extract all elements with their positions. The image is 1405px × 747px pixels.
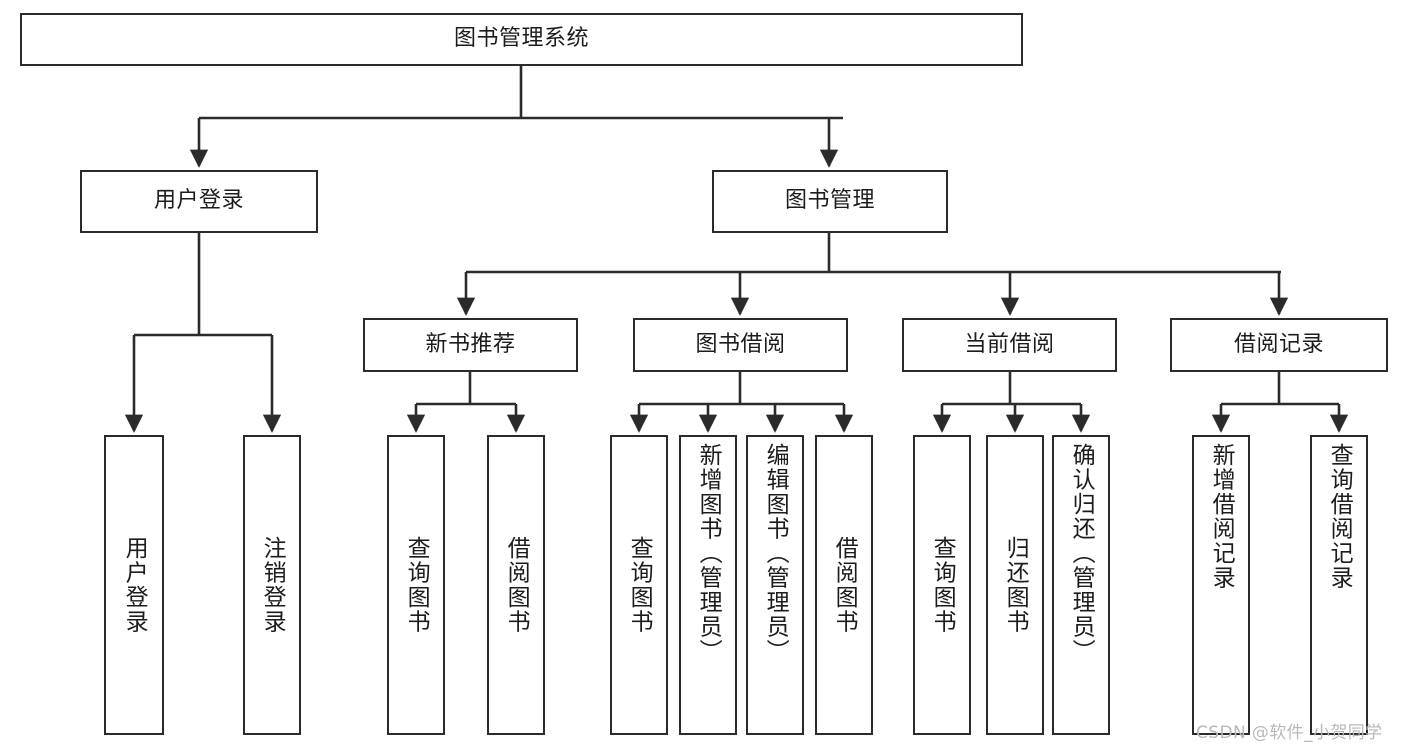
node-current-borrow[interactable]: 当前借阅 (902, 318, 1117, 372)
node-current-borrow-label: 当前借阅 (964, 331, 1055, 357)
node-leaf-query-record[interactable]: 查询借阅记录 (1310, 435, 1368, 735)
node-root[interactable]: 图书管理系统 (20, 13, 1023, 66)
node-leaf-borrow-book-1[interactable]: 借阅图书 (487, 435, 545, 735)
node-book-manage[interactable]: 图书管理 (712, 170, 948, 233)
node-leaf-add-record[interactable]: 新增借阅记录 (1192, 435, 1250, 735)
node-leaf-add-record-label: 新增借阅记录 (1208, 443, 1235, 590)
node-leaf-borrow-book-2[interactable]: 借阅图书 (815, 435, 873, 735)
node-leaf-query-book-2[interactable]: 查询图书 (610, 435, 668, 735)
node-leaf-add-book[interactable]: 新增图书（管理员） (679, 435, 737, 735)
node-leaf-query-record-label: 查询借阅记录 (1326, 443, 1353, 590)
node-leaf-return-book-label: 归还图书 (1002, 536, 1029, 634)
node-root-label: 图书管理系统 (453, 26, 589, 52)
node-leaf-return-book[interactable]: 归还图书 (986, 435, 1044, 735)
node-borrow-record[interactable]: 借阅记录 (1170, 318, 1388, 372)
node-leaf-user-logout-label: 注销登录 (259, 536, 286, 634)
node-leaf-user-logout[interactable]: 注销登录 (243, 435, 301, 735)
node-new-book-recommend-label: 新书推荐 (425, 331, 516, 357)
node-leaf-user-login-label: 用户登录 (121, 536, 148, 634)
node-leaf-edit-book[interactable]: 编辑图书（管理员） (746, 435, 804, 735)
node-borrow-record-label: 借阅记录 (1233, 331, 1324, 357)
node-leaf-query-book-1-label: 查询图书 (403, 536, 430, 634)
node-leaf-borrow-book-1-label: 借阅图书 (503, 536, 530, 634)
node-leaf-confirm-return[interactable]: 确认归还（管理员） (1052, 435, 1110, 735)
node-leaf-query-book-2-label: 查询图书 (626, 536, 653, 634)
node-leaf-borrow-book-2-label: 借阅图书 (831, 536, 858, 634)
node-user-login[interactable]: 用户登录 (80, 170, 318, 233)
node-book-borrow-label: 图书借阅 (695, 331, 786, 357)
node-leaf-query-book-3-label: 查询图书 (929, 536, 956, 634)
node-book-manage-label: 图书管理 (784, 188, 875, 214)
node-leaf-add-book-label: 新增图书（管理员） (695, 443, 722, 664)
node-leaf-query-book-3[interactable]: 查询图书 (913, 435, 971, 735)
node-leaf-user-login[interactable]: 用户登录 (104, 435, 164, 735)
node-new-book-recommend[interactable]: 新书推荐 (363, 318, 578, 372)
csdn-watermark: CSDN @软件_小贺同学 (1196, 723, 1383, 743)
node-user-login-label: 用户登录 (153, 188, 244, 214)
node-leaf-edit-book-label: 编辑图书（管理员） (762, 443, 789, 664)
node-leaf-query-book-1[interactable]: 查询图书 (387, 435, 445, 735)
node-leaf-confirm-return-label: 确认归还（管理员） (1068, 443, 1095, 664)
node-book-borrow[interactable]: 图书借阅 (633, 318, 848, 372)
